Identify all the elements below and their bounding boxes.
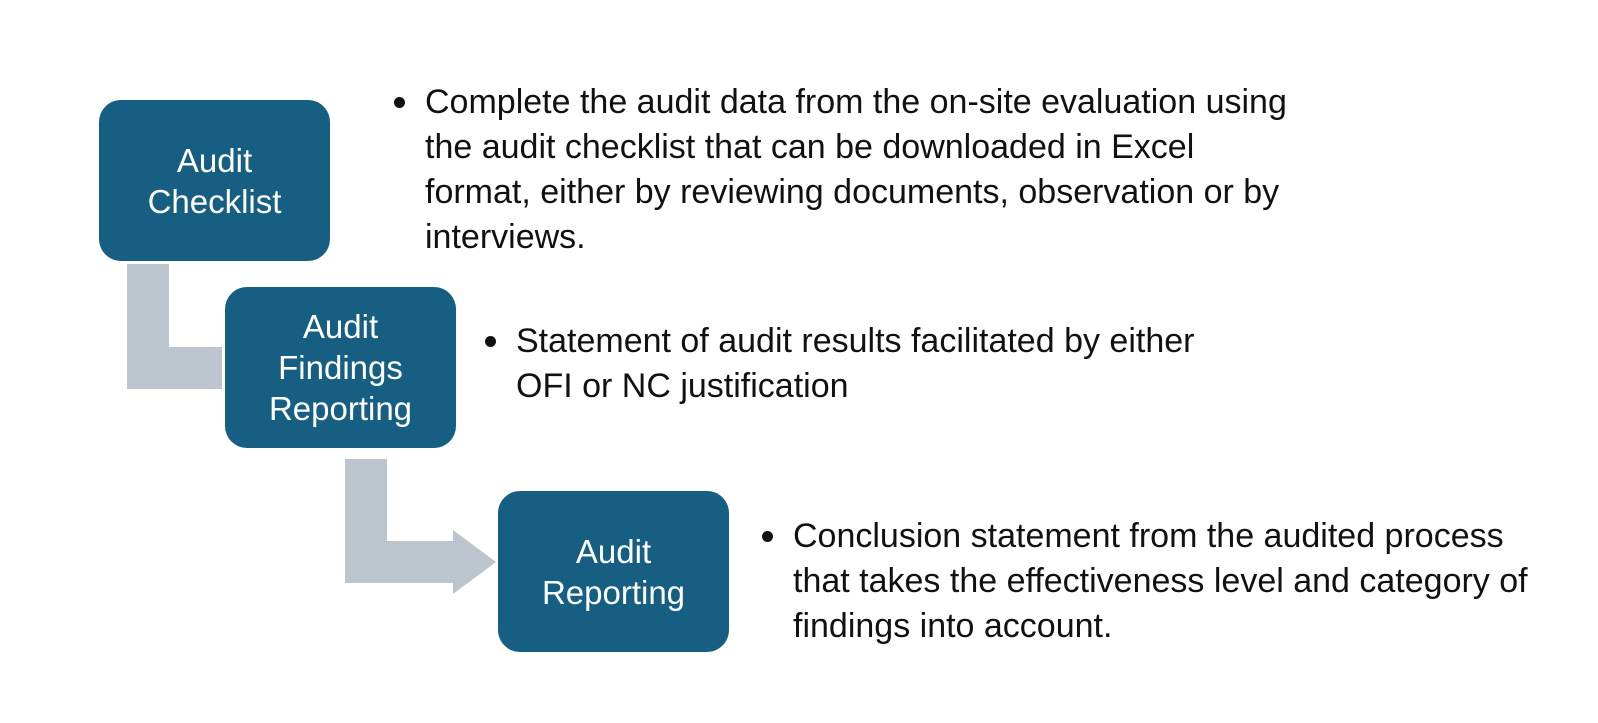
step-description-list: Complete the audit data from the on-site…	[392, 80, 1292, 260]
step-description-list: Conclusion statement from the audited pr…	[760, 514, 1555, 649]
step-box-audit-reporting: Audit Reporting	[498, 491, 729, 652]
step-description-list: Statement of audit results facilitated b…	[483, 319, 1243, 409]
step-box-audit-checklist: Audit Checklist	[99, 100, 330, 261]
connector-arrow-1	[127, 264, 222, 389]
step-description: Statement of audit results facilitated b…	[483, 319, 1243, 409]
step-label: Audit Checklist	[147, 141, 282, 220]
step-description: Conclusion statement from the audited pr…	[760, 514, 1555, 649]
step-label: Audit Findings Reporting	[268, 308, 413, 427]
connector-arrow-2	[345, 459, 496, 594]
step-label: Audit Reporting	[541, 532, 686, 611]
step-box-audit-findings-reporting: Audit Findings Reporting	[225, 287, 456, 448]
step-description: Complete the audit data from the on-site…	[392, 80, 1292, 260]
